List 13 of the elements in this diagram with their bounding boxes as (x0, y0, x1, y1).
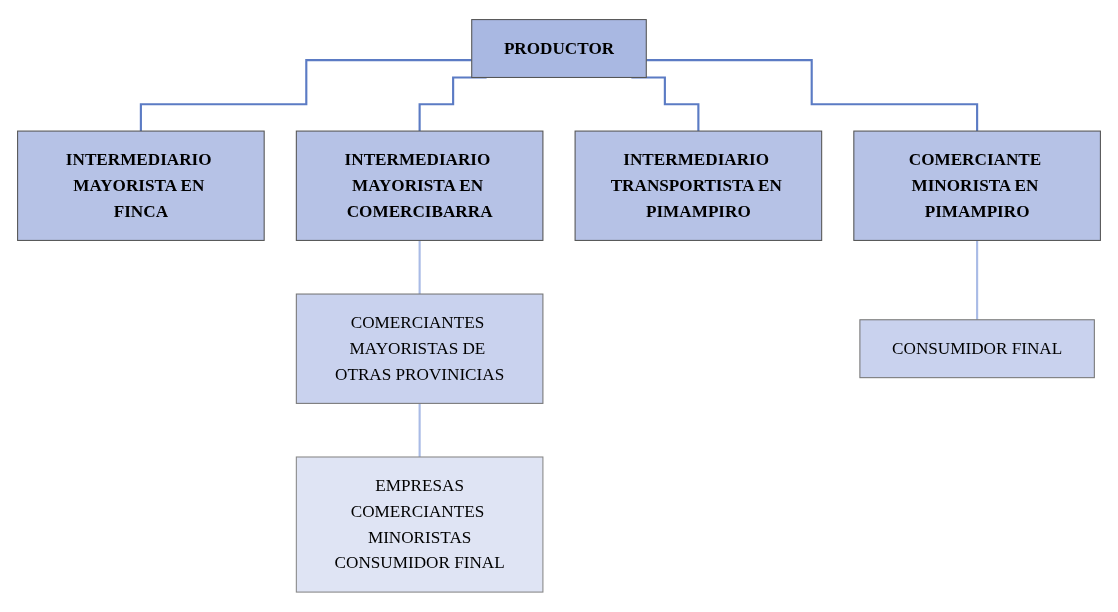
connector (139, 59, 472, 133)
node-box: INTERMEDIARIO MAYORISTA EN COMERCIBARRA (295, 130, 544, 242)
connector (976, 239, 979, 321)
node-box: INTERMEDIARIO MAYORISTA EN FINCA (17, 130, 265, 242)
node-box: INTERMEDIARIO TRANSPORTISTA EN PIMAMPIRO (574, 130, 823, 242)
node-box: COMERCIANTES MAYORISTAS DE OTRAS PROVINICIAS (295, 293, 544, 405)
node-box: EMPRESAS COMERCIANTES MINORISTAS CONSUMIDOR FINAL (295, 456, 544, 593)
connector (418, 239, 421, 296)
connector (418, 402, 421, 459)
node-box: PRODUCTOR (471, 19, 647, 79)
connector (646, 59, 979, 133)
node-box: COMERCIANTE MINORISTA EN PIMAMPIRO (853, 130, 1101, 242)
node-box: CONSUMIDOR FINAL (859, 319, 1095, 379)
